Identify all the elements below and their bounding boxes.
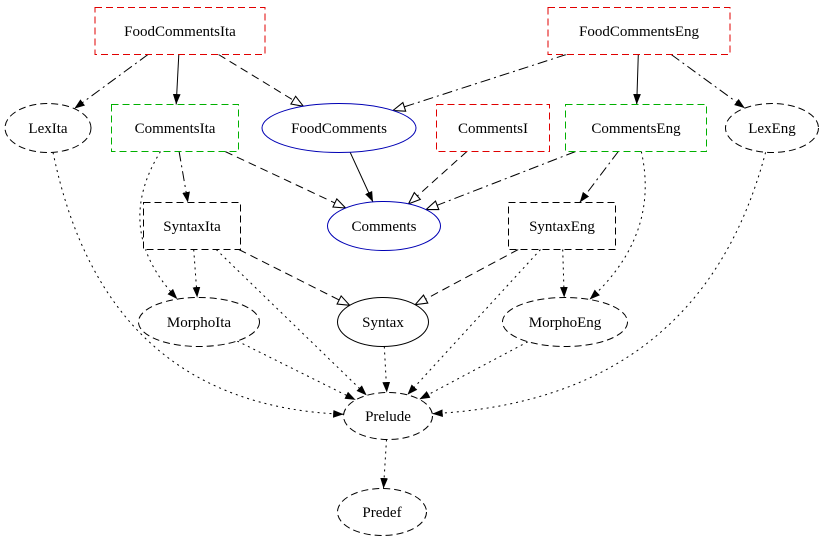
edge-FoodCommentsEng-LexEng bbox=[670, 54, 746, 109]
edge-FoodCommentsIta-FoodComments bbox=[218, 54, 304, 107]
edge-CommentsI-Comments bbox=[409, 151, 468, 204]
edge-FoodCommentsIta-CommentsIta bbox=[172, 54, 181, 105]
rect-shape bbox=[111, 104, 239, 152]
node-CommentsEng: CommentsEng bbox=[565, 104, 707, 152]
edge-CommentsEng-Comments bbox=[426, 151, 576, 210]
edge-layer bbox=[52, 54, 767, 489]
node-CommentsI: CommentsI bbox=[436, 104, 550, 152]
ellipse-shape bbox=[337, 488, 427, 536]
node-label: FoodCommentsIta bbox=[124, 24, 236, 40]
node-FoodCommentsIta: FoodCommentsIta bbox=[94, 7, 266, 55]
edge-FoodCommentsEng-CommentsEng bbox=[633, 54, 641, 105]
rect-shape bbox=[547, 7, 731, 55]
edge-CommentsIta-Comments bbox=[224, 151, 346, 209]
node-FoodCommentsEng: FoodCommentsEng bbox=[547, 7, 731, 55]
node-label: MorphoIta bbox=[167, 315, 231, 331]
rect-shape bbox=[565, 104, 707, 152]
ellipse-shape bbox=[502, 297, 628, 347]
node-SyntaxEng: SyntaxEng bbox=[508, 202, 616, 250]
rect-shape bbox=[94, 7, 266, 55]
node-label: FoodComments bbox=[291, 121, 387, 137]
edge-SyntaxEng-MorphoEng bbox=[560, 249, 568, 298]
node-label: Comments bbox=[351, 219, 416, 235]
node-label: SyntaxIta bbox=[163, 219, 221, 235]
edge-MorphoIta-Prelude bbox=[236, 340, 356, 401]
ellipse-shape bbox=[261, 103, 417, 153]
node-label: Prelude bbox=[365, 409, 411, 425]
ellipse-shape bbox=[343, 392, 433, 440]
rect-shape bbox=[143, 202, 241, 250]
node-Predef: Predef bbox=[337, 488, 427, 536]
node-LexEng: LexEng bbox=[725, 103, 819, 153]
node-MorphoIta: MorphoIta bbox=[138, 297, 260, 347]
node-Prelude: Prelude bbox=[343, 392, 433, 440]
edge-LexIta-Prelude bbox=[52, 152, 344, 418]
ellipse-shape bbox=[327, 201, 441, 251]
edge-CommentsIta-SyntaxIta bbox=[178, 151, 190, 203]
node-label: LexIta bbox=[28, 121, 67, 137]
ellipse-shape bbox=[725, 103, 819, 153]
edge-LexEng-Prelude bbox=[432, 152, 767, 418]
node-label: Syntax bbox=[362, 315, 404, 331]
edge-MorphoEng-Prelude bbox=[419, 341, 529, 400]
node-MorphoEng: MorphoEng bbox=[502, 297, 628, 347]
edge-Syntax-Prelude bbox=[382, 346, 391, 393]
node-label: CommentsEng bbox=[591, 121, 681, 137]
node-label: MorphoEng bbox=[529, 315, 602, 331]
edge-FoodCommentsIta-LexIta bbox=[74, 54, 149, 110]
edge-CommentsEng-SyntaxEng bbox=[579, 151, 619, 203]
node-FoodComments: FoodComments bbox=[261, 103, 417, 153]
node-Comments: Comments bbox=[327, 201, 441, 251]
edge-CommentsEng-MorphoEng bbox=[589, 151, 646, 300]
edge-FoodCommentsEng-FoodComments bbox=[393, 54, 567, 111]
edge-SyntaxEng-Syntax bbox=[415, 249, 519, 305]
edge-SyntaxIta-Prelude bbox=[215, 249, 368, 396]
rect-shape bbox=[436, 104, 550, 152]
rect-shape bbox=[508, 202, 616, 250]
ellipse-shape bbox=[138, 297, 260, 347]
node-CommentsIta: CommentsIta bbox=[111, 104, 239, 152]
node-label: CommentsI bbox=[458, 121, 528, 137]
node-label: LexEng bbox=[748, 121, 796, 137]
edge-SyntaxIta-MorphoIta bbox=[192, 249, 201, 298]
node-LexIta: LexIta bbox=[4, 103, 92, 153]
node-label: FoodCommentsEng bbox=[579, 24, 700, 40]
edge-SyntaxIta-Syntax bbox=[238, 249, 350, 306]
edge-Prelude-Predef bbox=[380, 439, 388, 489]
node-label: CommentsIta bbox=[135, 121, 216, 137]
node-label: Predef bbox=[362, 505, 401, 521]
ellipse-shape bbox=[337, 297, 429, 347]
node-SyntaxIta: SyntaxIta bbox=[143, 202, 241, 250]
node-label: SyntaxEng bbox=[529, 219, 595, 235]
edge-FoodComments-Comments bbox=[349, 151, 374, 203]
node-Syntax: Syntax bbox=[337, 297, 429, 347]
ellipse-shape bbox=[4, 103, 92, 153]
